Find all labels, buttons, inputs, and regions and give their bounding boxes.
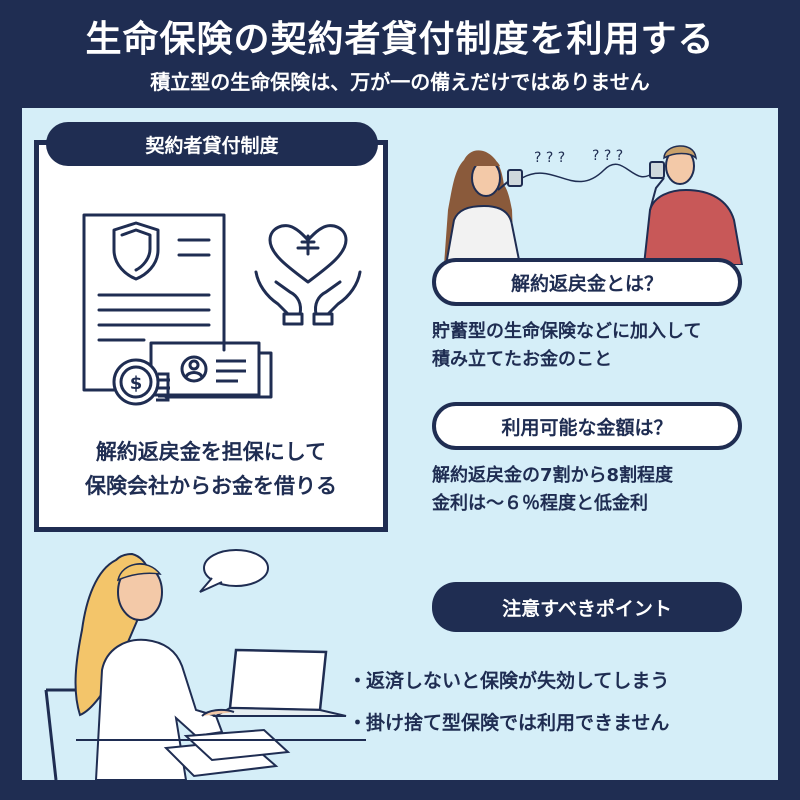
question-2-pill: 利用可能な金額は？ [432, 402, 742, 450]
caution-item-1: ・ 返済しないと保険が失効してしまう [348, 660, 768, 702]
couple-tin-can-phone-illustration: ? ? ? ? ? ? [444, 145, 744, 265]
card-line-1: 解約返戻金を担保にして [95, 440, 327, 464]
caution-pill: 注意すべきポイント [432, 582, 742, 632]
document-shield-icon [82, 213, 226, 392]
bullet-icon: ・ [348, 670, 368, 692]
answer-1: 貯蓄型の生命保険などに加入して 積み立てたお金のこと [432, 318, 772, 374]
answer-2-line-2: 金利は～６％程度と低金利 [432, 493, 648, 514]
woman-laptop-illustration [44, 549, 366, 780]
page-title: 生命保険の契約者貸付制度を利用する [85, 19, 715, 60]
answer-2-line-1: 解約返戻金の7割から8割程度 [432, 465, 674, 486]
caution-item-2-text: 掛け捨て型保険では利用できません [366, 712, 670, 734]
caution-item-2: ・ 掛け捨て型保険では利用できません [348, 702, 768, 744]
caution-list: ・ 返済しないと保険が失効してしまう ・ 掛け捨て型保険では利用できません [348, 660, 768, 744]
bullet-icon: ・ [348, 712, 368, 734]
card-description: 解約返戻金を担保にして 保険会社からお金を借りる [44, 435, 378, 503]
loan-card [34, 140, 388, 532]
card-label: 契約者貸付制度 [46, 122, 378, 166]
page-subtitle: 積立型の生命保険は、万が一の備えだけではありません [150, 70, 650, 94]
question-marks-left: ? ? ? [534, 150, 565, 166]
question-1-pill: 解約返戻金とは？ [432, 258, 742, 306]
answer-1-line-1: 貯蓄型の生命保険などに加入して [432, 321, 702, 342]
card-line-2: 保険会社からお金を借りる [85, 474, 337, 498]
coin-dollar-icon: $ [112, 358, 170, 406]
svg-text:$: $ [130, 373, 143, 394]
caution-item-1-text: 返済しないと保険が失効してしまう [366, 670, 670, 692]
answer-1-line-2: 積み立てたお金のこと [432, 349, 612, 370]
answer-2: 解約返戻金の7割から8割程度 金利は～６％程度と低金利 [432, 462, 772, 518]
heart-hands-icon [254, 224, 362, 326]
question-marks-right: ? ? ? [592, 148, 623, 164]
